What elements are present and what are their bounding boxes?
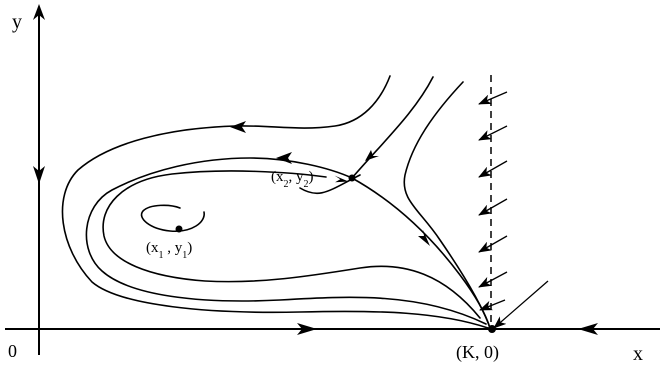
arrowhead [276, 152, 292, 164]
saddle-point [348, 174, 356, 182]
trajectory-direction-arrows [230, 121, 430, 246]
middle-orbit-trajectory [102, 170, 481, 319]
arrowhead [418, 230, 430, 246]
flow-arrow [478, 235, 508, 253]
x-axis-label: x [633, 343, 643, 365]
arrowhead [334, 175, 349, 183]
inner-spiral-trajectory [140, 204, 205, 232]
y-axis-label: y [12, 11, 22, 33]
flow-arrow [478, 160, 508, 178]
right-trajectory-into-node [403, 81, 491, 329]
node-point [488, 325, 496, 333]
upper-outer-trajectory [61, 75, 489, 329]
flow-arrow [478, 91, 508, 105]
flow-arrow [478, 125, 508, 141]
x-axis [5, 323, 660, 335]
focus-label: (x1 , y1) [146, 240, 192, 261]
x-axis-left-arrowhead [578, 323, 598, 335]
y-axis [33, 4, 45, 355]
saddle-label: (x2, y2) [271, 169, 314, 190]
y-axis-mid-arrowhead [33, 166, 45, 184]
flow-arrow [478, 198, 508, 216]
arrowhead [230, 121, 246, 133]
origin-label: 0 [8, 341, 17, 361]
y-axis-top-arrowhead [33, 4, 45, 20]
node-label: (K, 0) [456, 342, 499, 363]
flow-arrow [479, 299, 506, 311]
outer-loop-trajectory [85, 157, 487, 325]
arrowhead [365, 150, 379, 161]
incoming-trajectory-lower-right [493, 280, 549, 329]
focus-point [175, 225, 183, 233]
flow-arrow [478, 271, 508, 288]
stable-separatrix-upper [351, 76, 434, 179]
x-axis-right-arrowhead [297, 323, 317, 335]
flow-arrows-along-dashed-line [478, 91, 508, 311]
